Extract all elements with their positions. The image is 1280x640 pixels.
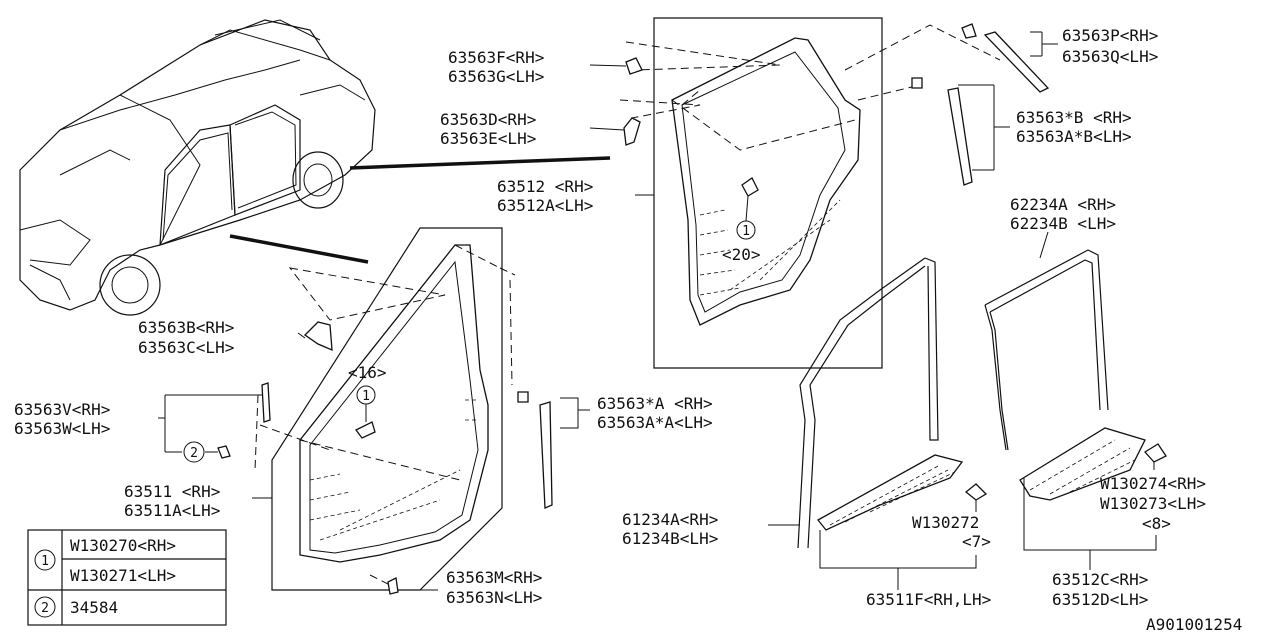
legend-table: 1 W130270<RH> W130271<LH> 2 34584 [27, 529, 227, 626]
label-63563P: 63563P<RH> [1062, 26, 1158, 45]
label-63563C: 63563C<LH> [138, 338, 234, 357]
label-W130274: W130274<RH> [1100, 474, 1206, 493]
label-63563AsB: 63563A*B<LH> [1016, 127, 1132, 146]
diagram-id: A901001254 [1146, 615, 1242, 634]
label-W130272: W130272 [912, 513, 979, 532]
label-62234B: 62234B <LH> [1010, 214, 1116, 233]
label-63511A: 63511A<LH> [124, 501, 220, 520]
label-63563V: 63563V<RH> [14, 400, 110, 419]
label-63563M: 63563M<RH> [446, 568, 542, 587]
leader-lines [158, 31, 1157, 591]
label-63563Q: 63563Q<LH> [1062, 47, 1158, 66]
rear-door-small-parts [619, 23, 1050, 186]
label-63563N: 63563N<LH> [446, 588, 542, 607]
label-63512C: 63512C<RH> [1052, 570, 1148, 589]
legend-row1-b: W130271<LH> [70, 566, 176, 585]
front-door-panel: 1 [271, 227, 503, 591]
front-door-small-parts [254, 267, 553, 595]
label-63563W: 63563W<LH> [14, 419, 110, 438]
legend-row2-a: 34584 [70, 598, 118, 617]
label-qty-7: <7> [962, 532, 991, 551]
label-qty-16: <16> [348, 363, 387, 382]
svg-text:2: 2 [190, 446, 198, 461]
svg-text:1: 1 [362, 389, 370, 404]
part-labels: 63563F<RH> 63563G<LH> 63563D<RH> 63563E<… [14, 26, 1242, 634]
rear-door-panel: 1 [653, 17, 883, 369]
label-61234B: 61234B<LH> [622, 529, 718, 548]
label-63563F: 63563F<RH> [448, 48, 544, 67]
label-63563B: 63563B<RH> [138, 318, 234, 337]
label-W130273: W130273<LH> [1100, 494, 1206, 513]
callout-2: 2 [183, 441, 231, 463]
svg-text:1: 1 [742, 224, 750, 239]
label-63563D: 63563D<RH> [440, 110, 536, 129]
label-63563sB: 63563*B <RH> [1016, 108, 1132, 127]
label-63563E: 63563E<LH> [440, 129, 536, 148]
label-62234A: 62234A <RH> [1010, 195, 1116, 214]
label-61234A: 61234A<RH> [622, 510, 718, 529]
rear-glass-run [984, 249, 1167, 501]
label-63563sA: 63563*A <RH> [597, 394, 713, 413]
label-63512: 63512 <RH> [497, 177, 593, 196]
vehicle-illustration [19, 19, 611, 316]
label-63511F: 63511F<RH,LH> [866, 590, 991, 609]
label-63511: 63511 <RH> [124, 482, 220, 501]
label-63563G: 63563G<LH> [448, 67, 544, 86]
label-63563AsA: 63563A*A<LH> [597, 413, 713, 432]
label-63512A: 63512A<LH> [497, 196, 593, 215]
legend-row1-num: 1 [41, 554, 49, 569]
legend-row1-a: W130270<RH> [70, 536, 176, 555]
label-63512D: 63512D<LH> [1052, 590, 1148, 609]
front-glass-run [797, 257, 988, 549]
label-qty-20: <20> [722, 245, 761, 264]
legend-row2-num: 2 [41, 601, 49, 616]
label-qty-8: <8> [1142, 514, 1171, 533]
